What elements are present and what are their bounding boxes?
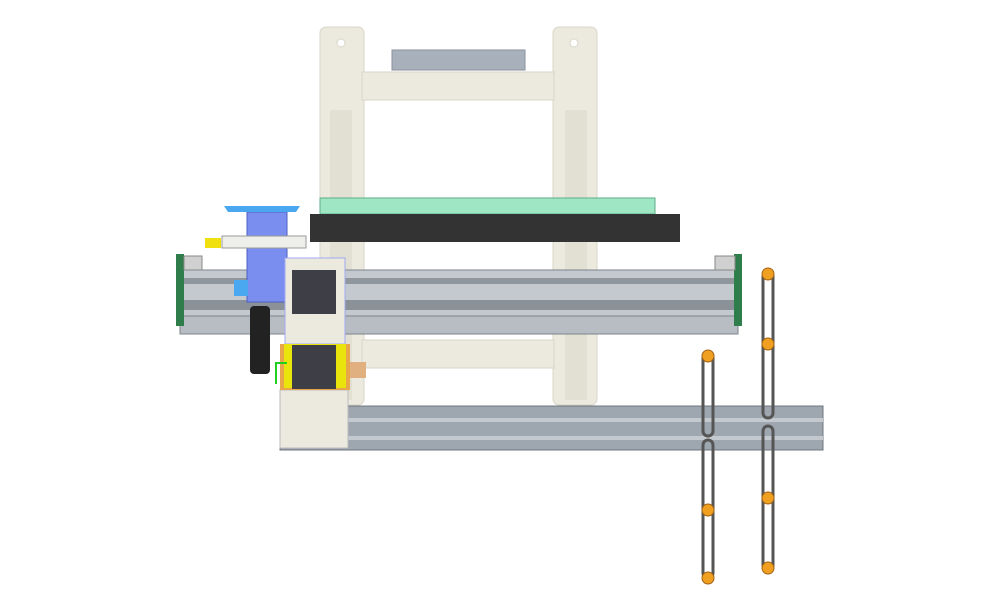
lower-carriage-block — [279, 389, 349, 449]
pneumatic-tube — [221, 235, 307, 249]
lower-motor — [292, 345, 336, 389]
yellow-fitting — [205, 238, 221, 248]
lower-linear-rail — [279, 405, 824, 451]
link-pins — [701, 267, 775, 585]
green-plate — [319, 197, 656, 215]
cyan-valve — [224, 206, 300, 212]
green-wire — [275, 362, 287, 384]
side-valve — [234, 280, 248, 296]
blue-carriage — [246, 211, 288, 303]
top-bracket — [391, 49, 526, 71]
drive-wheel — [250, 306, 270, 374]
tan-block — [350, 362, 366, 378]
black-bar — [310, 214, 680, 242]
linkage-left — [701, 350, 715, 580]
upper-motor — [292, 270, 336, 314]
